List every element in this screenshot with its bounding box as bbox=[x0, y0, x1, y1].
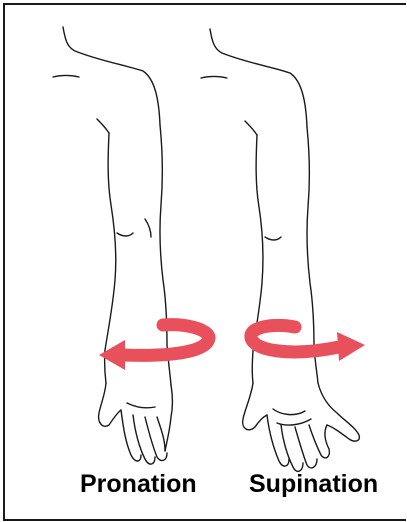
supination-label: Supination bbox=[249, 472, 378, 497]
forearm-rotation-illustration bbox=[5, 5, 406, 521]
figure-frame: Pronation Supination bbox=[3, 3, 406, 521]
supination-arm bbox=[201, 29, 359, 471]
pronation-arrow bbox=[99, 325, 209, 370]
pronation-label: Pronation bbox=[80, 472, 197, 497]
supination-arrow bbox=[251, 325, 365, 361]
pronation-arm bbox=[53, 27, 173, 464]
